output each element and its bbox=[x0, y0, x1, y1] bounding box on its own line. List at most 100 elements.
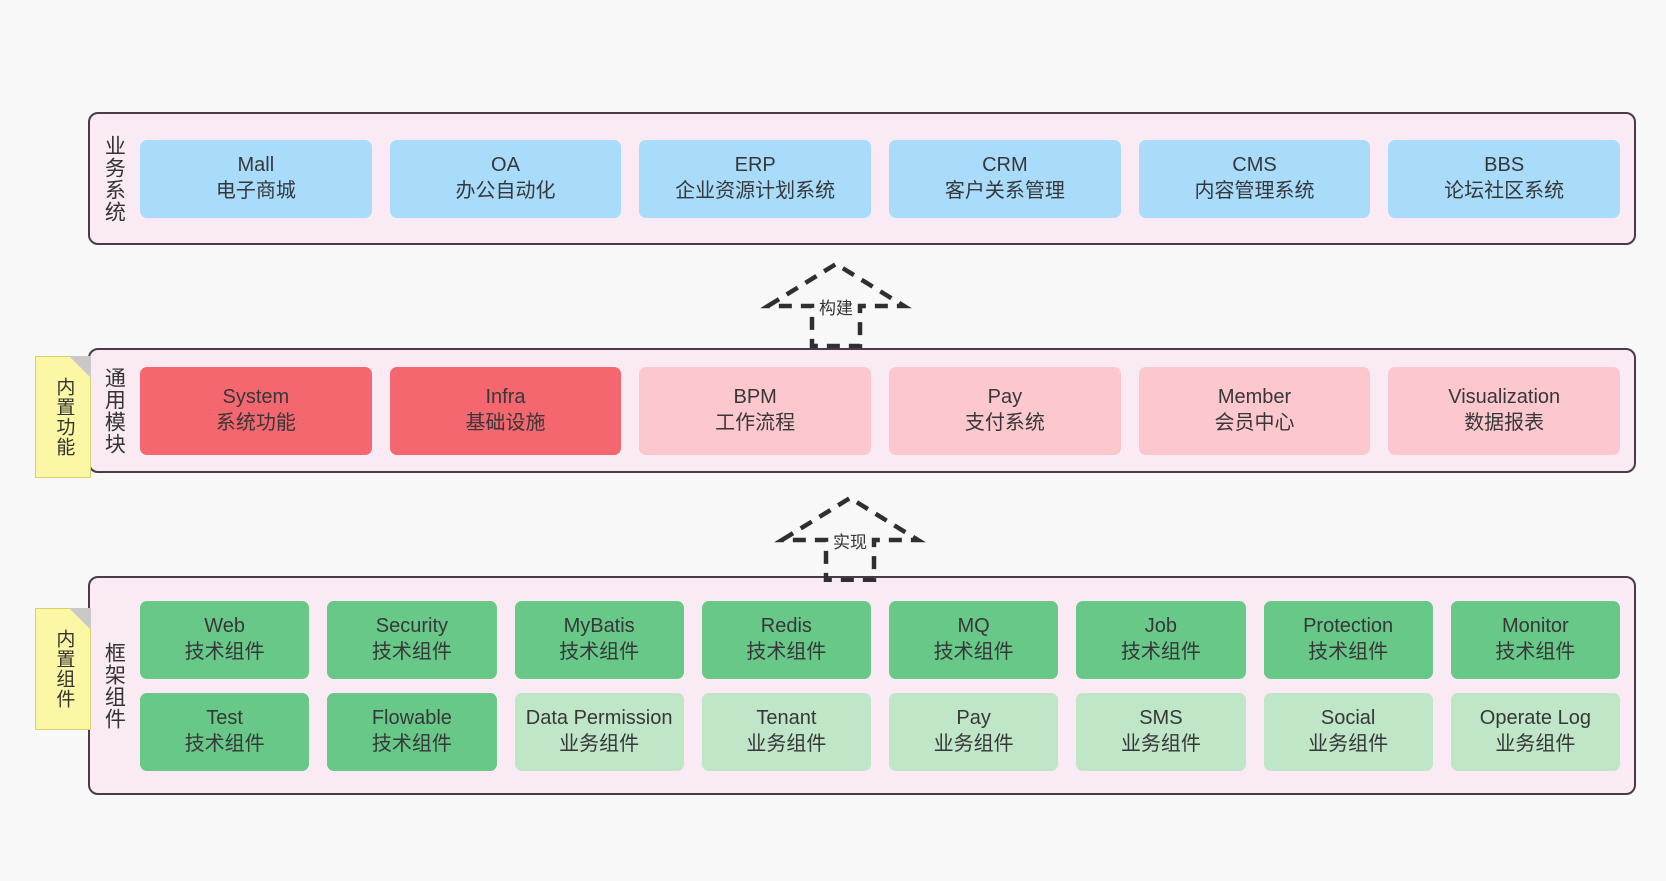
card-subtitle: 技术组件 bbox=[371, 640, 452, 663]
card-subtitle: 办公自动化 bbox=[455, 179, 556, 202]
layer-body-common-modules: System 系统功能 Infra 基础设施 BPM 工作流程 Pay 支付系统… bbox=[136, 350, 1634, 471]
dashed-up-arrow-icon bbox=[760, 261, 912, 349]
card-title: Flowable bbox=[371, 706, 452, 729]
card-subtitle: 会员中心 bbox=[1214, 411, 1295, 434]
card-subtitle: 业务组件 bbox=[746, 732, 827, 755]
card-title: Social bbox=[1320, 706, 1376, 729]
card-title: Operate Log bbox=[1479, 706, 1591, 729]
card-test[interactable]: Test 技术组件 bbox=[140, 692, 310, 771]
card-title: OA bbox=[491, 153, 520, 176]
layer-body-framework-components: Web 技术组件 Security 技术组件 MyBatis 技术组件 Redi… bbox=[136, 578, 1634, 793]
card-title: Tenant bbox=[756, 706, 817, 729]
card-pay-component[interactable]: Pay 业务组件 bbox=[889, 692, 1059, 771]
connector-implement-arrow: 实现 bbox=[770, 492, 930, 583]
card-subtitle: 论坛社区系统 bbox=[1444, 179, 1565, 202]
card-row: Mall 电子商城 OA 办公自动化 ERP 企业资源计划系统 CRM 客户关系… bbox=[140, 139, 1621, 218]
card-pay[interactable]: Pay 支付系统 bbox=[889, 366, 1121, 455]
card-subtitle: 技术组件 bbox=[1120, 640, 1201, 663]
connector-implement-label: 实现 bbox=[831, 528, 869, 553]
card-title: Job bbox=[1144, 614, 1177, 637]
card-social[interactable]: Social 业务组件 bbox=[1263, 692, 1433, 771]
card-subtitle: 系统功能 bbox=[215, 411, 296, 434]
card-job[interactable]: Job 技术组件 bbox=[1076, 600, 1246, 679]
note-builtin-features: 内置功能 bbox=[35, 356, 91, 478]
card-redis[interactable]: Redis 技术组件 bbox=[701, 600, 871, 679]
card-subtitle: 技术组件 bbox=[933, 640, 1014, 663]
card-title: Security bbox=[375, 614, 448, 637]
card-title: Pay bbox=[956, 706, 991, 729]
card-subtitle: 技术组件 bbox=[184, 732, 265, 755]
card-title: Redis bbox=[760, 614, 812, 637]
card-erp[interactable]: ERP 企业资源计划系统 bbox=[639, 139, 872, 218]
card-title: CRM bbox=[982, 153, 1028, 176]
card-title: Member bbox=[1217, 385, 1292, 408]
card-subtitle: 业务组件 bbox=[1120, 732, 1201, 755]
card-subtitle: 工作流程 bbox=[715, 411, 796, 434]
note-builtin-components: 内置组件 bbox=[35, 608, 91, 730]
card-title: Web bbox=[204, 614, 245, 637]
card-system[interactable]: System 系统功能 bbox=[140, 366, 372, 455]
card-title: Pay bbox=[987, 385, 1023, 408]
card-title: BBS bbox=[1484, 153, 1525, 176]
card-crm[interactable]: CRM 客户关系管理 bbox=[889, 139, 1121, 218]
card-bbs[interactable]: BBS 论坛社区系统 bbox=[1388, 139, 1621, 218]
layer-body-business-system: Mall 电子商城 OA 办公自动化 ERP 企业资源计划系统 CRM 客户关系… bbox=[136, 114, 1634, 243]
card-subtitle: 技术组件 bbox=[184, 640, 265, 663]
card-title: Data Permission bbox=[525, 706, 673, 729]
card-mall[interactable]: Mall 电子商城 bbox=[140, 139, 372, 218]
card-title: Mall bbox=[237, 153, 275, 176]
card-member[interactable]: Member 会员中心 bbox=[1138, 366, 1371, 455]
card-title: Test bbox=[206, 706, 243, 729]
card-row: Test 技术组件 Flowable 技术组件 Data Permission … bbox=[140, 692, 1620, 771]
card-title: Visualization bbox=[1448, 385, 1561, 408]
card-tenant[interactable]: Tenant 业务组件 bbox=[701, 692, 871, 771]
card-subtitle: 客户关系管理 bbox=[944, 179, 1065, 202]
layer-common-modules: 通用模块 System 系统功能 Infra 基础设施 BPM 工作流程 Pay… bbox=[88, 348, 1636, 473]
card-visualization[interactable]: Visualization 数据报表 bbox=[1388, 366, 1621, 455]
card-subtitle: 电子商城 bbox=[215, 179, 296, 202]
card-subtitle: 业务组件 bbox=[1308, 732, 1389, 755]
connector-build-arrow: 构建 bbox=[756, 258, 916, 349]
card-subtitle: 技术组件 bbox=[371, 732, 452, 755]
card-title: SMS bbox=[1139, 706, 1183, 729]
dashed-up-arrow-icon bbox=[774, 495, 926, 583]
card-flowable[interactable]: Flowable 技术组件 bbox=[327, 692, 497, 771]
card-cms[interactable]: CMS 内容管理系统 bbox=[1138, 139, 1371, 218]
note-label: 内置组件 bbox=[53, 629, 75, 709]
card-title: MyBatis bbox=[563, 614, 635, 637]
card-title: BPM bbox=[733, 385, 777, 408]
card-subtitle: 企业资源计划系统 bbox=[675, 179, 836, 202]
layer-title-business-system: 业务系统 bbox=[102, 134, 126, 223]
card-bpm[interactable]: BPM 工作流程 bbox=[639, 366, 872, 455]
layer-title-framework-components: 框架组件 bbox=[102, 641, 126, 730]
note-label: 内置功能 bbox=[53, 377, 75, 457]
card-operate-log[interactable]: Operate Log 业务组件 bbox=[1450, 692, 1620, 771]
card-protection[interactable]: Protection 技术组件 bbox=[1263, 600, 1433, 679]
card-subtitle: 业务组件 bbox=[559, 732, 640, 755]
card-title: ERP bbox=[734, 153, 776, 176]
card-security[interactable]: Security 技术组件 bbox=[327, 600, 497, 679]
card-title: System bbox=[222, 385, 290, 408]
card-subtitle: 业务组件 bbox=[933, 732, 1014, 755]
card-monitor[interactable]: Monitor 技术组件 bbox=[1450, 600, 1620, 679]
card-sms[interactable]: SMS 业务组件 bbox=[1076, 692, 1246, 771]
card-mybatis[interactable]: MyBatis 技术组件 bbox=[514, 600, 684, 679]
card-infra[interactable]: Infra 基础设施 bbox=[389, 366, 622, 455]
card-web[interactable]: Web 技术组件 bbox=[140, 600, 310, 679]
layer-framework-components: 框架组件 Web 技术组件 Security 技术组件 MyBatis 技术组件… bbox=[88, 576, 1636, 795]
card-row: Web 技术组件 Security 技术组件 MyBatis 技术组件 Redi… bbox=[140, 600, 1620, 679]
card-title: Monitor bbox=[1502, 614, 1569, 637]
layer-title-common-modules: 通用模块 bbox=[102, 366, 126, 455]
card-mq[interactable]: MQ 技术组件 bbox=[889, 600, 1059, 679]
card-subtitle: 技术组件 bbox=[1308, 640, 1389, 663]
card-subtitle: 支付系统 bbox=[964, 411, 1045, 434]
card-oa[interactable]: OA 办公自动化 bbox=[389, 139, 622, 218]
card-subtitle: 基础设施 bbox=[465, 411, 546, 434]
card-data-permission[interactable]: Data Permission 业务组件 bbox=[514, 692, 684, 771]
card-subtitle: 技术组件 bbox=[559, 640, 640, 663]
card-subtitle: 数据报表 bbox=[1464, 411, 1545, 434]
card-title: Infra bbox=[485, 385, 526, 408]
card-subtitle: 内容管理系统 bbox=[1194, 179, 1315, 202]
card-subtitle: 业务组件 bbox=[1495, 732, 1576, 755]
